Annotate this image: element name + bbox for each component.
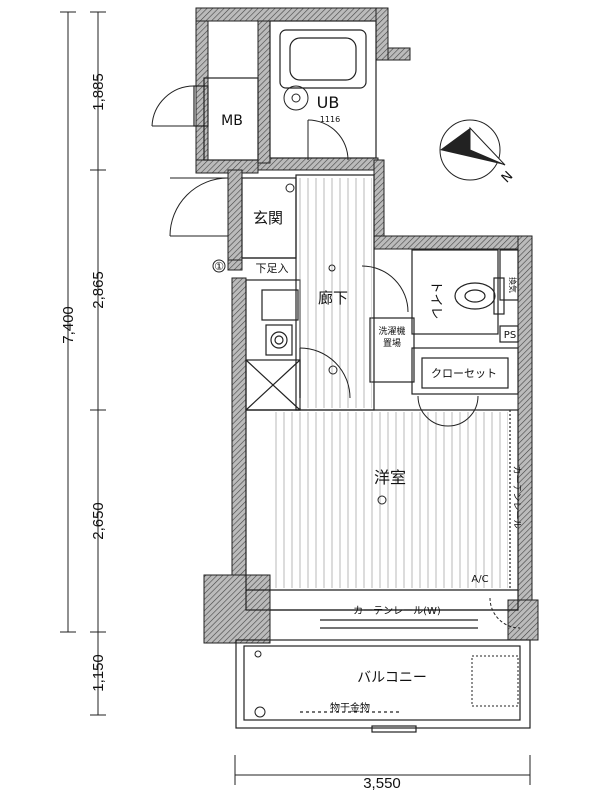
fixtures	[212, 85, 519, 718]
room-label-ub: UB	[317, 93, 340, 112]
room-label-mb: MB	[221, 113, 243, 129]
corridor-floor	[298, 178, 372, 408]
dim-segment-4: 1,150	[90, 654, 107, 692]
dim-width: 3,550	[363, 775, 401, 792]
room-label-youshitsu: 洋室	[374, 468, 406, 487]
room-label-balcony: バルコニー	[357, 670, 427, 686]
compass-icon	[439, 119, 506, 181]
walls	[195, 7, 539, 644]
room-label-sentakuki-1: 洗濯機	[378, 325, 405, 337]
room-label-sentakuki-2: 置場	[383, 337, 401, 349]
dim-segment-3: 2,650	[90, 502, 107, 540]
room-label-ac: A/C	[471, 574, 488, 585]
room-label-curtain-rail-right: カーテンレール	[511, 465, 522, 528]
doors	[151, 85, 521, 629]
room-label-toilet: トイレ	[428, 280, 443, 319]
room-label-monohoshi: 物干金物	[330, 701, 370, 714]
room-label-genkan: 玄関	[253, 209, 283, 227]
room-floor	[272, 412, 508, 588]
room-label-curtain-rail-bottom: カーテンレール(W)	[353, 605, 441, 617]
dim-total-height: 7,400	[60, 306, 77, 344]
room-label-kanki: 換気	[508, 277, 518, 293]
room-label-closet: クローセット	[431, 367, 497, 380]
dim-segment-1: 1,885	[90, 73, 107, 111]
room-label-ps: PS	[504, 330, 516, 341]
room-label-rouka: 廊下	[318, 289, 348, 307]
dim-segment-2: 2,865	[90, 271, 107, 309]
room-label-ub-sub: 1116	[320, 115, 340, 124]
room-label-geta: 下足入	[256, 262, 289, 275]
dimension-lines	[60, 11, 531, 785]
marker-1: ①	[214, 260, 224, 273]
compass-label: N	[499, 169, 516, 186]
